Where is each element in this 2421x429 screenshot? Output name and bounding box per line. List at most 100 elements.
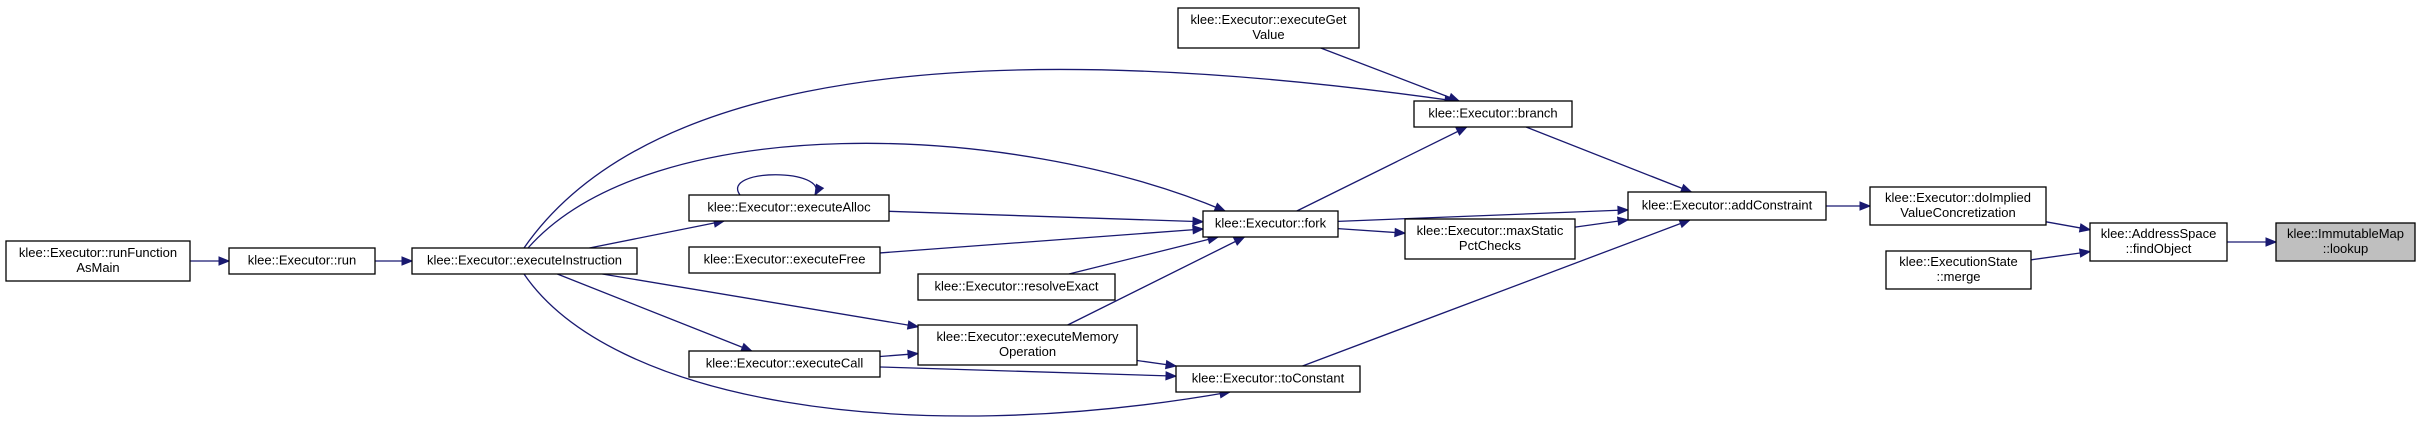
edge-arrowhead — [814, 183, 825, 197]
edge-arrowhead — [906, 320, 920, 330]
node-box — [1627, 191, 1827, 221]
node-box — [1404, 218, 1576, 260]
node-branch[interactable]: klee::Executor::branch — [1413, 100, 1573, 128]
node-label: klee::Executor::executeCall — [706, 356, 864, 371]
node-box — [1413, 100, 1573, 128]
edge-line — [557, 273, 752, 352]
edge-line — [523, 273, 1231, 417]
edge-line — [879, 366, 1177, 377]
edge-runFunctionAsMain-to-run — [190, 256, 231, 266]
node-label: klee::ExecutionState — [1899, 254, 2018, 269]
edge-line — [1067, 236, 1245, 326]
edge-line — [1337, 227, 1406, 234]
node-doImplied[interactable]: klee::Executor::doImpliedValueConcretiza… — [1869, 186, 2047, 226]
edge-line — [1320, 47, 1460, 102]
edge-executeInstruction-to-executeMemoryOperation — [602, 273, 920, 330]
node-merge[interactable]: klee::ExecutionState::merge — [1885, 250, 2032, 290]
node-label: ValueConcretization — [1900, 205, 2015, 220]
edge-run-to-executeInstruction — [375, 256, 414, 266]
node-executeAlloc[interactable]: klee::Executor::executeAlloc — [688, 194, 890, 222]
node-label: klee::Executor::run — [248, 253, 356, 268]
edge-arrowhead — [1192, 225, 1205, 235]
node-box — [5, 240, 191, 282]
node-label: ::merge — [1936, 269, 1980, 284]
edge-line — [879, 228, 1204, 254]
node-executeInstruction[interactable]: klee::Executor::executeInstruction — [411, 247, 638, 275]
edge-line — [1525, 126, 1692, 193]
edge-line — [1337, 209, 1629, 222]
node-box — [688, 194, 890, 222]
edge-merge-to-findObject — [2030, 248, 2092, 261]
edge-arrowhead — [1192, 216, 1205, 227]
node-lookup[interactable]: klee::ImmutableMap::lookup — [2275, 222, 2416, 262]
edge-resolveExact-to-fork — [1068, 234, 1220, 275]
nodes-layer: klee::ImmutableMap::lookup klee::AddressS… — [5, 7, 2416, 393]
node-executeFree[interactable]: klee::Executor::executeFree — [688, 246, 881, 274]
edge-branch-to-addConstraint — [1525, 126, 1693, 193]
edge-arrowhead — [1859, 201, 1872, 211]
node-findObject[interactable]: klee::AddressSpace::findObject — [2089, 222, 2228, 262]
edge-executeInstruction-to-executeAlloc — [589, 218, 726, 249]
edge-executeCall-to-toConstant — [879, 366, 1178, 381]
edge-arrowhead — [1164, 359, 1178, 370]
edge-arrowhead — [1394, 227, 1407, 238]
node-label: klee::Executor::executeAlloc — [707, 200, 871, 215]
edge-line — [736, 174, 818, 196]
node-run[interactable]: klee::Executor::run — [228, 247, 376, 275]
node-box — [1175, 365, 1361, 393]
node-executeCall[interactable]: klee::Executor::executeCall — [688, 350, 881, 378]
node-box — [917, 273, 1116, 301]
node-box — [1869, 186, 2047, 226]
edge-arrowhead — [1165, 371, 1178, 381]
edge-arrowhead — [907, 349, 920, 360]
edge-arrowhead — [2265, 237, 2278, 247]
node-label: klee::Executor::branch — [1428, 106, 1557, 121]
node-box — [1177, 7, 1360, 49]
node-label: klee::Executor::fork — [1215, 216, 1327, 231]
edge-fork-to-branch — [1296, 126, 1468, 212]
edge-arrowhead — [401, 256, 414, 266]
node-label: ::findObject — [2126, 241, 2192, 256]
edge-arrowhead — [1213, 202, 1227, 212]
edge-maxStatic-to-addConstraint — [1574, 216, 1630, 228]
node-label: klee::ImmutableMap — [2287, 226, 2404, 241]
edge-line — [523, 68, 1456, 249]
node-label: klee::AddressSpace — [2101, 226, 2217, 241]
node-toConstant[interactable]: klee::Executor::toConstant — [1175, 365, 1361, 393]
edge-line — [527, 142, 1226, 249]
node-label: klee::Executor::toConstant — [1192, 371, 1345, 386]
node-label: klee::Executor::addConstraint — [1642, 198, 1813, 213]
edge-executeAlloc-to-executeAlloc — [736, 174, 825, 197]
node-label: klee::Executor::maxStatic — [1417, 223, 1564, 238]
edge-executeAlloc-to-fork — [888, 210, 1205, 227]
edge-doImplied-to-findObject — [2045, 221, 2092, 233]
node-box — [1202, 210, 1339, 238]
edge-arrowhead — [1617, 205, 1630, 216]
node-resolveExact[interactable]: klee::Executor::resolveExact — [917, 273, 1116, 301]
edge-executeCall-to-executeMemoryOperation — [879, 349, 920, 360]
node-label: PctChecks — [1459, 238, 1522, 253]
edge-line — [1068, 236, 1219, 275]
edge-executeMemoryOperation-to-toConstant — [1136, 359, 1178, 370]
edge-line — [602, 273, 919, 328]
edge-arrowhead — [1678, 219, 1692, 229]
node-label: klee::Executor::executeFree — [704, 252, 866, 267]
node-box — [1885, 250, 2032, 290]
node-label: ::lookup — [2323, 241, 2369, 256]
edge-arrowhead — [1679, 183, 1693, 193]
node-fork[interactable]: klee::Executor::fork — [1202, 210, 1339, 238]
node-addConstraint[interactable]: klee::Executor::addConstraint — [1627, 191, 1827, 221]
node-box — [917, 324, 1138, 366]
edge-arrowhead — [1455, 126, 1468, 136]
node-label: klee::Executor::resolveExact — [934, 279, 1098, 294]
node-box — [2275, 222, 2416, 262]
node-label: klee::Executor::runFunction — [19, 245, 177, 260]
edge-line — [1302, 219, 1691, 367]
node-label: klee::Executor::doImplied — [1885, 190, 2031, 205]
edge-arrowhead — [2078, 248, 2092, 258]
